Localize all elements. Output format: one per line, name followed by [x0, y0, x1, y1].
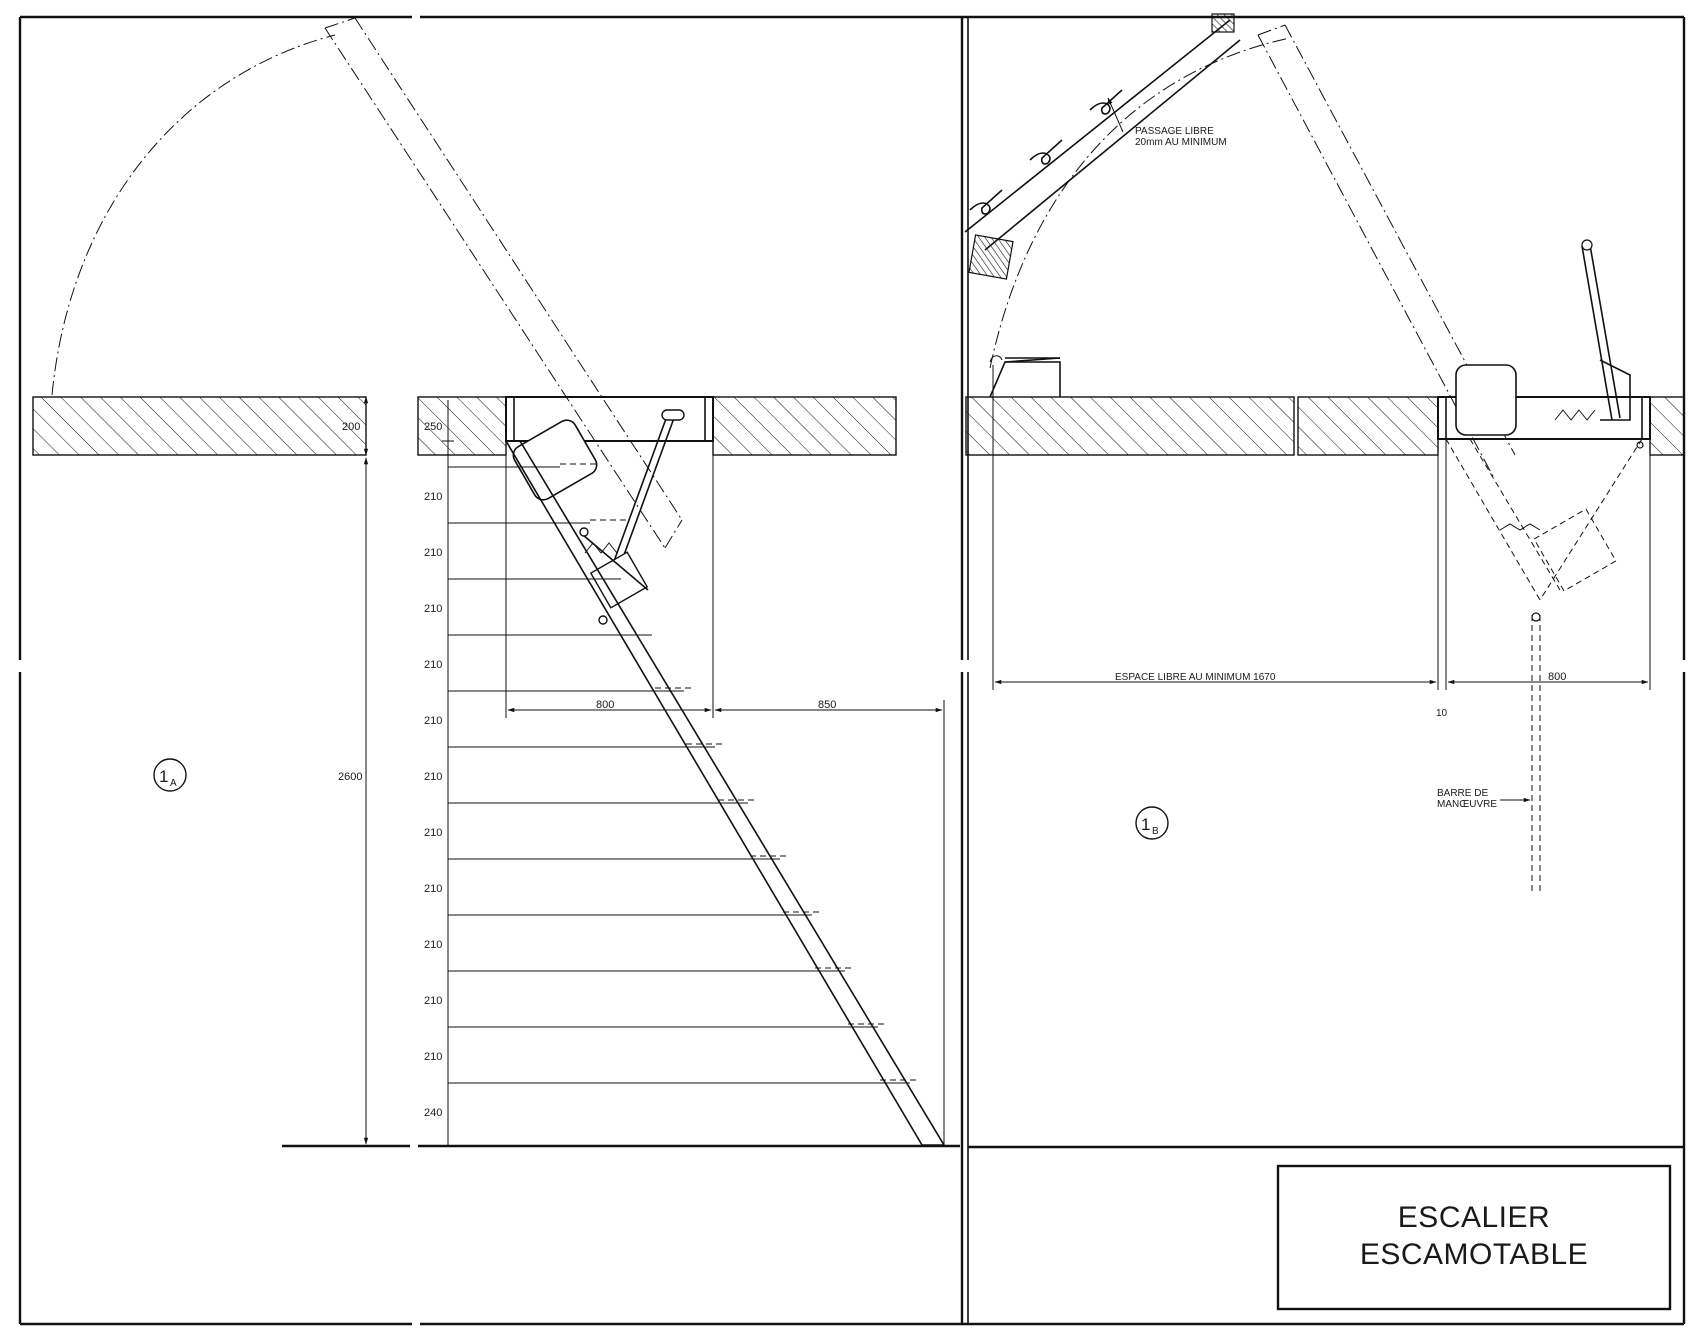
folded-stair-b [1445, 438, 1643, 601]
dimensions-b [992, 365, 1651, 690]
clear-space-label: ESPACE LIBRE AU MINIMUM 1670 [1115, 672, 1276, 683]
floor-slab-a [32, 396, 897, 456]
title-block: ESCALIER ESCAMOTABLE [1276, 1164, 1672, 1311]
view-label-b-sub: B [1152, 826, 1159, 837]
step-dim-5: 210 [424, 715, 442, 727]
dim-total-height: 2600 [338, 771, 362, 783]
view-b: PASSAGE LIBRE 20mm AU MINIMUM ESPACE LIB… [964, 13, 1685, 895]
dim-opening-width: 800 [596, 699, 614, 711]
dim-hatch-depth: 250 [424, 421, 442, 433]
width-dimensions-a [505, 455, 945, 1146]
passage-note-line2: 20mm AU MINIMUM [1135, 137, 1227, 148]
step-dim-9: 210 [424, 939, 442, 951]
step-dim-8: 210 [424, 883, 442, 895]
step-dimension-chain [442, 400, 454, 1146]
swing-arc-b [989, 37, 1291, 369]
gap-label: 10 [1436, 708, 1448, 719]
step-dim-6: 210 [424, 771, 442, 783]
hinge-mechanism-a [512, 409, 685, 625]
floor-slab-b [965, 355, 1685, 456]
view-label-a-sub: A [170, 778, 177, 789]
view-label-a: 1 A [153, 758, 187, 792]
step-dim-3: 210 [424, 603, 442, 615]
view-label-b-number: 1 [1141, 815, 1150, 834]
step-dim-10: 210 [424, 995, 442, 1007]
roof-section [964, 13, 1241, 280]
operating-bar [1500, 612, 1541, 895]
title-line1: ESCALIER [1398, 1201, 1550, 1234]
step-dim-7: 210 [424, 827, 442, 839]
swing-arc-a [51, 34, 336, 396]
step-dimension-labels: 210 210 210 210 210 210 210 210 210 210 … [424, 491, 442, 1119]
bar-label-line1: BARRE DE [1437, 788, 1488, 799]
step-dim-2: 210 [424, 547, 442, 559]
tread-lines-a [448, 463, 920, 1084]
view-a: 200 250 2600 800 850 210 210 210 210 210… [32, 17, 960, 1148]
step-dim-4: 210 [424, 659, 442, 671]
view-label-a-number: 1 [159, 767, 168, 786]
bar-label-line2: MANŒUVRE [1437, 799, 1497, 810]
hinge-mechanism-b [1455, 239, 1644, 449]
folded-ladder-ghost-a [324, 17, 683, 549]
dim-floor-thickness: 200 [342, 421, 360, 433]
dim-foot-projection: 850 [818, 699, 836, 711]
step-dim-11: 210 [424, 1051, 442, 1063]
step-dim-1: 210 [424, 491, 442, 503]
view-label-b: 1 B [1135, 806, 1169, 840]
opening-width-b: 800 [1548, 671, 1566, 683]
passage-leader [1107, 97, 1124, 133]
ladder-a [505, 440, 945, 1146]
title-line2: ESCAMOTABLE [1360, 1238, 1588, 1271]
sheet-frame [18, 15, 1686, 1326]
passage-note-line1: PASSAGE LIBRE [1135, 126, 1214, 137]
step-dim-12: 240 [424, 1107, 442, 1119]
